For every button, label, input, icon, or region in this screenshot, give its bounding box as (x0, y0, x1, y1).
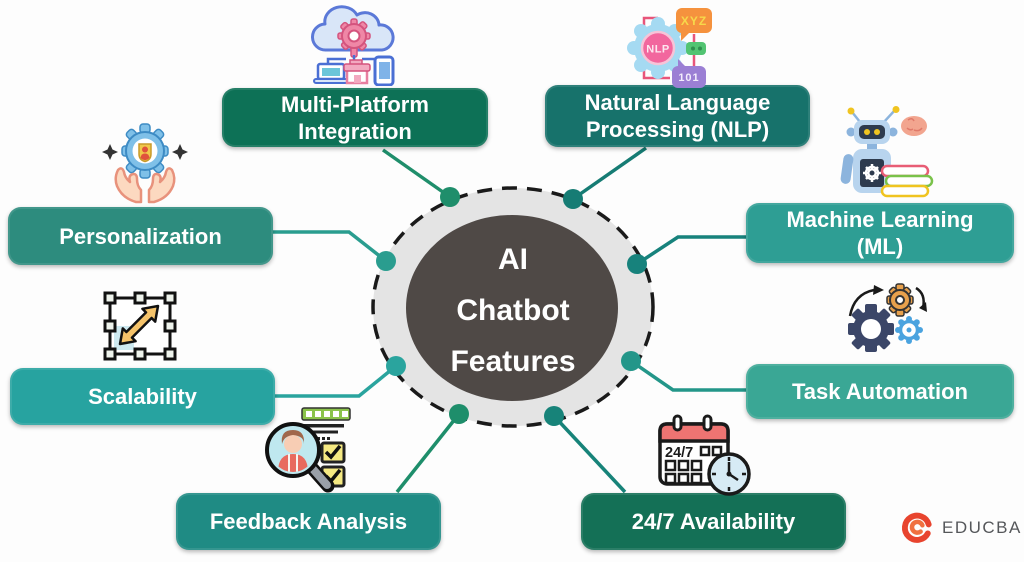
brain-glyph (901, 116, 927, 136)
connector-line (636, 235, 746, 266)
feature-label: Multi-Platform Integration (281, 91, 429, 144)
magnifier-person-checklist-icon (260, 406, 360, 494)
nlp-badge-text: NLP (646, 44, 670, 56)
blue-gear (895, 316, 923, 344)
laptop-glyph (313, 62, 349, 84)
sparkle-glyph (102, 144, 188, 160)
connector-dot (627, 254, 647, 274)
educba-logo-text: EDUCBA (942, 518, 1022, 537)
feature-label: Machine Learning (ML) (786, 207, 974, 259)
calendar-clock-icon: 24/7 (654, 412, 754, 496)
feature-box-multi-platform-integration: Multi-Platform Integration (222, 88, 488, 147)
books-glyph (880, 164, 934, 198)
connector-line (395, 412, 461, 494)
connector-line (571, 146, 648, 201)
connector-dot (563, 189, 583, 209)
hands-gear-user-icon (98, 120, 192, 206)
big-gear (848, 304, 894, 352)
calendar-247-text: 24/7 (665, 445, 693, 461)
binary-bubble: 101 (672, 59, 706, 88)
connector-dot (386, 356, 406, 376)
hands-glyph (114, 167, 176, 204)
feature-label: Personalization (59, 223, 222, 249)
resize-frame-arrow-icon (96, 286, 188, 370)
gear-user-glyph (121, 123, 169, 179)
store-glyph (343, 59, 371, 85)
binary-badge-text: 101 (678, 72, 699, 84)
connector-line (271, 230, 388, 263)
connector-dot (440, 187, 460, 207)
resize-arrow (118, 304, 160, 346)
feature-box-scalability: Scalability (10, 368, 275, 425)
robot-books-icon (822, 106, 934, 198)
connector-line (381, 148, 452, 199)
connector-line (552, 414, 627, 494)
feature-label: Task Automation (791, 379, 968, 404)
feature-box-machine-learning: Machine Learning (ML) (746, 203, 1014, 263)
feature-box-task-automation: Task Automation (746, 364, 1014, 419)
connector-dot (621, 351, 641, 371)
feature-box-feedback-analysis: Feedback Analysis (176, 493, 441, 550)
feature-box-247-availability: 24/7 Availability (581, 493, 846, 550)
phone-glyph (373, 55, 395, 86)
feature-label: Scalability (88, 384, 197, 409)
magnifier-glyph (265, 422, 335, 493)
educba-swirl-icon (902, 512, 932, 543)
feature-box-personalization: Personalization (8, 207, 273, 265)
automation-gears-icon (836, 278, 936, 358)
nlp-gear-chat-icon: NLP XYZ 101 (614, 2, 726, 90)
connector-dot (449, 404, 469, 424)
diagram-title: AI Chatbot Features (450, 242, 576, 378)
educba-logo: EDUCBA (899, 509, 1022, 547)
connector-dot (376, 251, 396, 271)
feature-box-natural-language-processing: Natural Language Processing (NLP) (545, 85, 810, 147)
connector-line (630, 359, 746, 392)
connector-line (274, 364, 398, 398)
feature-label: 24/7 Availability (631, 509, 796, 534)
feature-label: Feedback Analysis (209, 509, 408, 534)
center-circle (406, 215, 618, 401)
cloud-gear-devices-icon (298, 2, 410, 86)
orange-gear (886, 283, 914, 317)
xyz-bubble: XYZ (676, 8, 712, 41)
xyz-badge-text: XYZ (681, 14, 707, 28)
connector-dot (544, 406, 564, 426)
feature-label: Natural Language Processing (NLP) (584, 90, 771, 142)
